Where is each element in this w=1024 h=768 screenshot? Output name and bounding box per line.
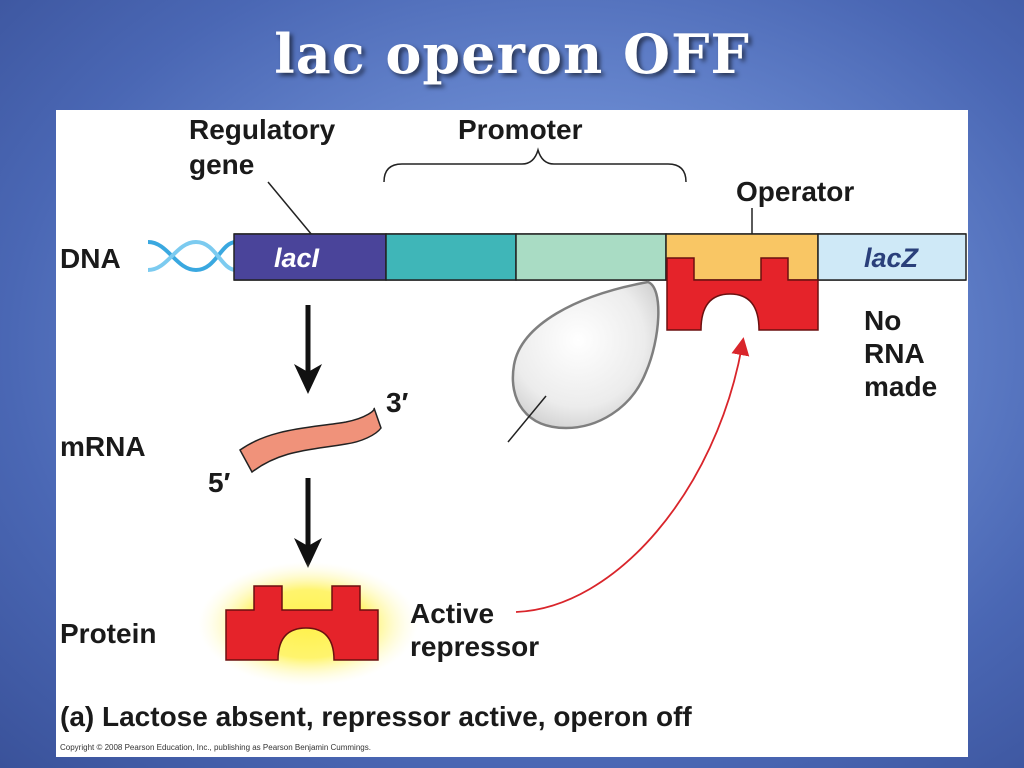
active-repressor-protein	[225, 585, 379, 661]
mrna-strand	[239, 407, 382, 474]
copyright-notice: Copyright © 2008 Pearson Education, Inc.…	[60, 743, 371, 752]
active-repressor-label-line1: Active	[410, 598, 494, 629]
promoter-segment-b	[515, 233, 667, 281]
promoter-brace	[383, 147, 687, 183]
laci-gene-label: lacI	[274, 243, 320, 273]
dna-helix-icon	[147, 239, 237, 273]
transcription-arrow	[294, 305, 322, 394]
mrna-label: mRNA	[60, 431, 146, 462]
lacz-gene-segment	[817, 233, 967, 281]
regulatory-gene-label-line2: gene	[189, 149, 254, 180]
translation-arrow	[294, 478, 322, 568]
regulatory-gene-label-line1: Regulatory	[189, 114, 336, 145]
regulatory-gene-pointer	[267, 181, 313, 236]
bound-repressor	[666, 257, 819, 331]
protein-label: Protein	[60, 618, 156, 649]
three-prime-label: 3′	[386, 387, 409, 418]
dna-label: DNA	[60, 243, 121, 274]
operator-label: Operator	[736, 176, 854, 207]
rna-polymerase-pointer	[507, 395, 547, 443]
no-rna-label-line1: No	[864, 305, 901, 336]
repressor-binding-arrow	[515, 337, 750, 613]
promoter-segment-a	[385, 233, 517, 281]
active-repressor-label-line2: repressor	[410, 631, 539, 662]
slide-title: lac operon OFF	[274, 22, 750, 86]
figure-caption: (a) Lactose absent, repressor active, op…	[60, 701, 692, 732]
rna-polymerase-shape	[511, 280, 660, 430]
no-rna-label-line3: made	[864, 371, 937, 402]
promoter-label: Promoter	[458, 114, 583, 145]
no-rna-label-line2: RNA	[864, 338, 925, 369]
lacz-gene-label: lacZ	[864, 243, 920, 273]
laci-gene-segment	[233, 233, 387, 281]
five-prime-label: 5′	[208, 467, 231, 498]
diagram-panel: Regulatory gene Promoter Operator DNA la…	[56, 110, 968, 757]
lac-operon-diagram: Regulatory gene Promoter Operator DNA la…	[60, 114, 967, 752]
